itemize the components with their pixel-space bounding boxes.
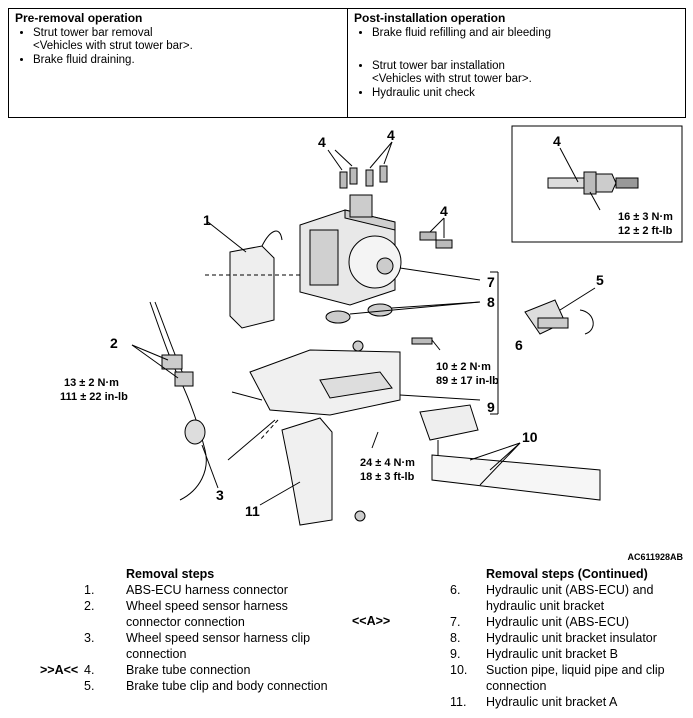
list-item: 5. Brake tube clip and body connection bbox=[84, 679, 328, 693]
torque-spec: 111 ± 22 in-lb bbox=[60, 391, 128, 403]
list-item: 7. Hydraulic unit (ABS-ECU) bbox=[450, 615, 630, 629]
post-installation-heading: Post-installation operation bbox=[354, 11, 506, 25]
brake-tube-clip-drawing bbox=[524, 287, 596, 335]
list-item: 2. Wheel speed sensor harness connector … bbox=[84, 599, 288, 629]
torque-spec: 89 ± 17 in-lb bbox=[436, 375, 499, 387]
callout-4: 4 bbox=[553, 133, 561, 149]
post-installation-column: Post-installation operation Brake fluid … bbox=[348, 9, 685, 117]
removal-steps-continued-title: Removal steps (Continued) bbox=[486, 567, 648, 581]
callout-7: 7 bbox=[487, 274, 495, 290]
pre-removal-heading: Pre-removal operation bbox=[15, 11, 143, 25]
pipes-drawing bbox=[419, 404, 601, 501]
fitting-detail-drawing bbox=[547, 147, 639, 211]
torque-spec: 12 ± 2 ft-lb bbox=[618, 225, 673, 237]
torque-spec: 10 ± 2 N·m bbox=[436, 361, 491, 373]
torque-spec: 24 ± 4 N·m bbox=[360, 457, 415, 469]
torque-spec: 16 ± 3 N·m bbox=[618, 211, 673, 223]
exploded-diagram: 1 2 3 4 4 4 4 5 6 7 8 9 10 11 13 ± 2 N·m… bbox=[60, 125, 683, 526]
removal-steps: Removal steps 1. ABS-ECU harness connect… bbox=[40, 566, 340, 694]
callout-4: 4 bbox=[440, 203, 448, 219]
list-item: 6. Hydraulic unit (ABS-ECU) and hydrauli… bbox=[450, 583, 654, 613]
callout-2: 2 bbox=[110, 335, 118, 351]
bracket-b-drawing bbox=[249, 337, 481, 416]
post-installation-list: Brake fluid refilling and air bleeding S… bbox=[354, 27, 679, 100]
torque-spec: 13 ± 2 N·m bbox=[64, 377, 119, 389]
list-item: Strut tower bar removal <Vehicles with s… bbox=[33, 27, 341, 53]
service-point-mark: <<A>> bbox=[352, 614, 391, 628]
callout-3: 3 bbox=[216, 487, 224, 503]
list-item: >>A<< 4. Brake tube connection bbox=[40, 663, 251, 677]
removal-steps-continued: Removal steps (Continued) 6. Hydraulic u… bbox=[450, 566, 690, 710]
callout-1: 1 bbox=[203, 212, 211, 228]
callout-11: 11 bbox=[245, 503, 260, 519]
list-item: 10. Suction pipe, liquid pipe and clip c… bbox=[450, 663, 665, 693]
list-item: 11. Hydraulic unit bracket A bbox=[450, 695, 618, 709]
operations-table: Pre-removal operation Strut tower bar re… bbox=[8, 8, 686, 118]
callout-6: 6 bbox=[515, 337, 523, 353]
list-item: Brake fluid refilling and air bleeding bbox=[372, 27, 679, 40]
list-item: 1. ABS-ECU harness connector bbox=[84, 583, 288, 597]
bolts-drawing bbox=[327, 141, 453, 249]
bracket-insulators-drawing bbox=[325, 271, 499, 415]
pre-removal-list: Strut tower bar removal <Vehicles with s… bbox=[15, 27, 341, 67]
callout-5: 5 bbox=[596, 272, 604, 288]
list-item: 3. Wheel speed sensor harness clip conne… bbox=[84, 631, 311, 661]
removal-steps-title: Removal steps bbox=[126, 567, 215, 581]
list-item: 9. Hydraulic unit bracket B bbox=[450, 647, 619, 661]
inset-box bbox=[511, 125, 683, 243]
list-item: Hydraulic unit check bbox=[372, 87, 679, 100]
callout-10: 10 bbox=[522, 429, 538, 445]
list-item: Strut tower bar installation <Vehicles w… bbox=[372, 60, 679, 86]
wheel-speed-sensor-harness-drawing bbox=[131, 301, 276, 501]
list-item: 8. Hydraulic unit bracket insulator bbox=[450, 631, 657, 645]
figure-code: AC611928AB bbox=[627, 552, 683, 562]
hydraulic-unit-drawing bbox=[299, 194, 481, 306]
pre-removal-column: Pre-removal operation Strut tower bar re… bbox=[9, 9, 348, 117]
callout-8: 8 bbox=[487, 294, 495, 310]
service-point-mark: >>A<< bbox=[40, 663, 79, 677]
callout-4: 4 bbox=[387, 127, 395, 143]
list-item: Brake fluid draining. bbox=[33, 54, 341, 67]
callout-4: 4 bbox=[318, 134, 326, 150]
bracket-a-drawing bbox=[259, 417, 366, 526]
callout-9: 9 bbox=[487, 399, 495, 415]
torque-spec: 18 ± 3 ft-lb bbox=[360, 471, 415, 483]
ecu-harness-connector-drawing bbox=[205, 221, 300, 329]
